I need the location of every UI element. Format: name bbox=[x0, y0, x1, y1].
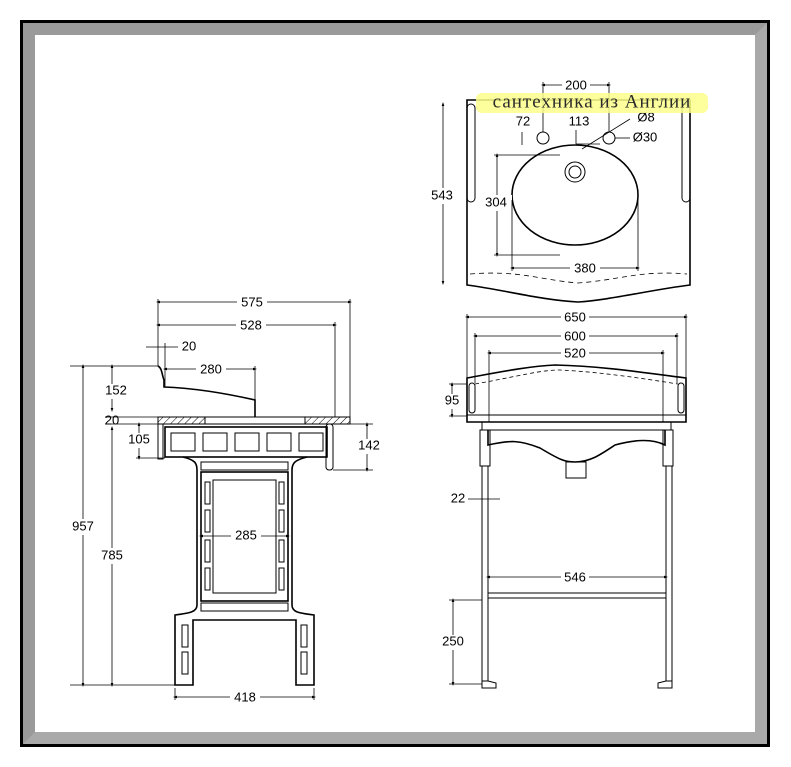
basin-profile bbox=[157, 365, 256, 417]
dim-528: 528 bbox=[240, 317, 262, 332]
basin-front bbox=[466, 364, 687, 423]
tap-hole-right bbox=[602, 131, 616, 145]
dim-650: 650 bbox=[564, 309, 586, 324]
dim-diameter-8: Ø8 bbox=[637, 109, 654, 124]
frieze-panels bbox=[170, 432, 324, 452]
dim-20-top-thickness: 20 bbox=[105, 412, 119, 427]
dim-304: 304 bbox=[485, 194, 507, 209]
dim-520: 520 bbox=[564, 345, 586, 360]
dim-95: 95 bbox=[445, 392, 459, 407]
cross-rail bbox=[487, 592, 667, 599]
left-slot bbox=[466, 103, 476, 203]
dim-72: 72 bbox=[516, 113, 530, 128]
dim-250: 250 bbox=[442, 633, 464, 648]
dim-280: 280 bbox=[200, 361, 222, 376]
picture-frame bbox=[20, 20, 770, 747]
frieze bbox=[164, 426, 328, 458]
dim-575: 575 bbox=[241, 294, 263, 309]
dim-105: 105 bbox=[128, 431, 150, 446]
dim-20-top: 20 bbox=[182, 338, 196, 353]
right-leg bbox=[665, 465, 673, 682]
overflow-hole bbox=[564, 161, 586, 183]
dim-142: 142 bbox=[358, 437, 380, 452]
dim-957: 957 bbox=[72, 518, 94, 533]
side-bracket bbox=[325, 423, 334, 471]
dim-285: 285 bbox=[235, 527, 257, 542]
dim-152: 152 bbox=[105, 382, 127, 397]
side-view: 575 528 20 280 957 152 20 785 105 bbox=[69, 294, 383, 705]
dim-546: 546 bbox=[564, 569, 586, 584]
dim-418: 418 bbox=[234, 689, 256, 704]
left-leg bbox=[481, 465, 489, 682]
dim-785: 785 bbox=[101, 547, 123, 562]
dim-22: 22 bbox=[451, 490, 465, 505]
tap-hole-left bbox=[536, 131, 550, 145]
watermark-text: сантехника из Англии bbox=[493, 91, 692, 112]
top-view: 200 72 113 Ø8 Ø30 543 304 380 сантехника… bbox=[428, 77, 708, 303]
apron bbox=[487, 430, 666, 463]
dim-600: 600 bbox=[564, 328, 586, 343]
dim-diameter-30: Ø30 bbox=[633, 129, 658, 144]
dim-200: 200 bbox=[565, 77, 587, 92]
dim-113: 113 bbox=[569, 113, 590, 128]
basin-bowl bbox=[511, 144, 639, 246]
basin-top-outline bbox=[466, 99, 691, 303]
dim-380: 380 bbox=[574, 260, 596, 275]
frame-bevel bbox=[23, 23, 767, 744]
front-view: 650 600 520 95 22 546 250 bbox=[439, 309, 688, 689]
right-slot bbox=[681, 103, 691, 203]
dim-543: 543 bbox=[431, 187, 453, 202]
